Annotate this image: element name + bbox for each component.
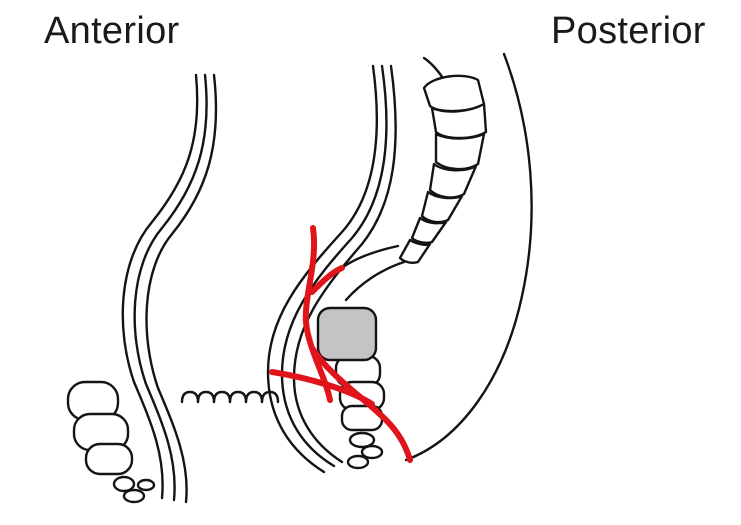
anterior-label: Anterior (44, 12, 179, 50)
anterior-bladder-tube (123, 75, 216, 502)
posterior-label: Posterior (551, 12, 706, 50)
sacrum-chain (332, 58, 486, 300)
perineum-scallops (182, 392, 278, 402)
grey-mass (318, 308, 376, 360)
